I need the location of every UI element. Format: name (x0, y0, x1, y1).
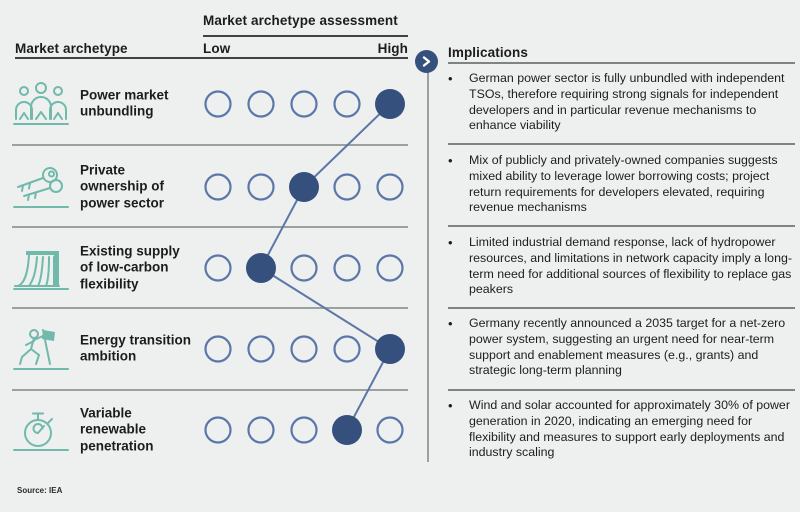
assessment-dots-chart (204, 89, 405, 445)
row-label: Power market unbundling (80, 87, 169, 119)
implications-header: Implications (448, 45, 528, 60)
keys-icon (13, 167, 69, 208)
row-label: Variable renewable penetration (80, 405, 154, 454)
scale-low-label: Low (203, 41, 231, 56)
implication-text: German power sector is fully unbundled w… (469, 71, 785, 133)
row-divider (12, 389, 408, 391)
rating-dot-filled (246, 253, 276, 283)
stopwatch-icon (13, 412, 69, 451)
scale-labels: Low High (203, 41, 408, 56)
row-icon (12, 162, 70, 212)
rating-dot-filled (289, 172, 319, 202)
rating-dot (204, 335, 232, 363)
assessment-header: Market archetype assessment (203, 13, 398, 28)
rating-dot (290, 416, 318, 444)
row-divider (12, 226, 408, 228)
row-icon (12, 243, 70, 293)
bullet-marker (448, 235, 469, 252)
rating-dot (204, 173, 232, 201)
rating-dot (290, 335, 318, 363)
implication-divider (448, 225, 795, 227)
implication-item: Wind and solar accounted for approximate… (448, 398, 799, 461)
row-divider (12, 144, 408, 146)
rating-dot (333, 335, 361, 363)
rating-dot (333, 173, 361, 201)
implication-item: German power sector is fully unbundled w… (448, 71, 799, 134)
source-note: Source: IEA (17, 486, 63, 495)
rating-dot (204, 416, 232, 444)
rating-dot (247, 90, 275, 118)
rating-dot (247, 173, 275, 201)
implications-header-underline (448, 62, 795, 64)
rating-dot (333, 254, 361, 282)
row-label: Private ownership of power sector (80, 162, 165, 211)
implication-text: Wind and solar accounted for approximate… (469, 398, 790, 460)
rating-dot (290, 90, 318, 118)
rating-dot-filled (375, 89, 405, 119)
implication-divider (448, 389, 795, 391)
chevron-right-badge (415, 50, 438, 73)
rating-dot-filled (375, 334, 405, 364)
rating-dot (376, 173, 404, 201)
row-label: Energy transition ambition (80, 332, 192, 364)
bullet-marker (448, 153, 469, 170)
bullet-marker (448, 316, 469, 333)
scale-high-label: High (377, 41, 408, 56)
left-header-rule (15, 57, 408, 59)
implication-item: Germany recently announced a 2035 target… (448, 316, 799, 379)
rating-dot (247, 416, 275, 444)
rating-dot (204, 254, 232, 282)
people-group-icon (13, 82, 69, 125)
row-label: Existing supply of low-carbon flexibilit… (80, 243, 180, 292)
rating-dot (376, 254, 404, 282)
panel-separator-line (427, 58, 429, 462)
row-icon (12, 324, 70, 374)
bullet-marker (448, 71, 469, 88)
implication-text: Limited industrial demand response, lack… (469, 235, 792, 297)
rating-connector-line (259, 103, 392, 431)
row-divider (12, 307, 408, 309)
rating-dot (204, 90, 232, 118)
archetype-header: Market archetype (15, 41, 128, 56)
hydro-dam-icon (13, 251, 69, 290)
row-icon (12, 405, 70, 455)
climber-flag-icon (13, 329, 69, 370)
rating-dot (290, 254, 318, 282)
implication-text: Mix of publicly and privately-owned comp… (469, 153, 778, 215)
rating-dot-filled (332, 415, 362, 445)
rating-dot (247, 335, 275, 363)
implication-item: Limited industrial demand response, lack… (448, 235, 799, 298)
rating-dot (333, 90, 361, 118)
row-icon (12, 79, 70, 129)
implication-divider (448, 307, 795, 309)
implication-item: Mix of publicly and privately-owned comp… (448, 153, 799, 216)
bullet-marker (448, 398, 469, 415)
implication-text: Germany recently announced a 2035 target… (469, 316, 786, 378)
rating-dot (376, 416, 404, 444)
chevron-right-icon (422, 56, 431, 67)
assessment-header-underline (203, 35, 408, 37)
implication-divider (448, 143, 795, 145)
